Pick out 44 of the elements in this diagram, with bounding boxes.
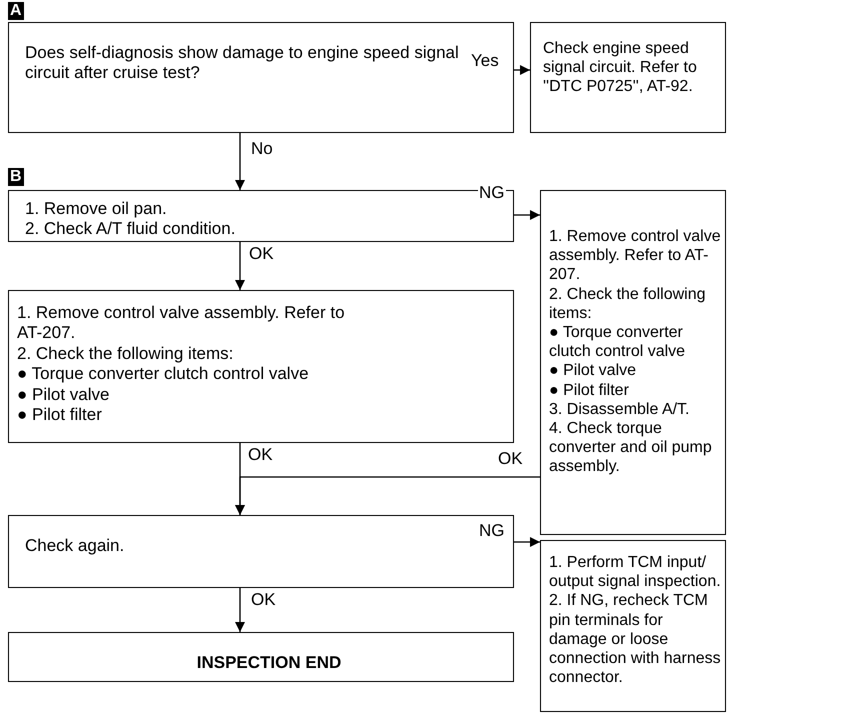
process-box	[8, 22, 514, 133]
process-box	[8, 515, 514, 588]
arrow	[235, 242, 245, 290]
step-text: ● Pilot valve	[549, 361, 638, 380]
step-text: 1. Perform TCM input/ output signal inspection.	[549, 553, 721, 592]
step-text: ● Pilot valve	[17, 384, 110, 405]
process-box	[8, 632, 514, 682]
step-text: INSPECTION END	[196, 652, 342, 674]
edge-label: No	[250, 140, 274, 157]
arrow	[235, 476, 540, 515]
step-text: 3. Disassemble A/T.	[549, 400, 690, 419]
step-text: 1. Remove oil pan.	[25, 199, 168, 220]
process-box	[540, 190, 726, 535]
edge-label: NG	[478, 522, 506, 539]
process-box	[530, 22, 726, 133]
section-marker: A	[8, 2, 24, 20]
step-text: 1. Remove control valve assembly. Refer to AT-207.	[549, 227, 721, 285]
step-text: 2. Check A/T fluid condition.	[25, 219, 236, 240]
step-text: 2. Check the following items:	[549, 284, 707, 323]
edge-label: OK	[247, 446, 274, 463]
edge-label: OK	[248, 245, 275, 262]
arrow	[235, 133, 245, 190]
arrow	[514, 210, 540, 220]
step-text: ● Pilot filter	[17, 404, 103, 426]
process-box	[8, 290, 514, 443]
step-text: Does self-diagnosis show damage to engine speed signal circuit after cruise test?	[25, 43, 460, 84]
edge-label: OK	[497, 450, 524, 467]
step-text: ● Pilot filter	[549, 380, 630, 400]
step-text: ● Torque converter clutch control valve	[549, 322, 686, 362]
step-text: 4. Check torque converter and oil pump assembly.	[549, 418, 713, 476]
step-text: Check again.	[25, 536, 126, 556]
step-text: 2. If NG, recheck TCM pin terminals for damage or loose connection with harness connector.	[549, 591, 721, 688]
arrow	[235, 588, 245, 632]
process-box	[540, 540, 726, 712]
section-marker: B	[8, 168, 24, 186]
edge-label: Yes	[470, 52, 500, 69]
arrow	[514, 537, 540, 547]
edge-label: OK	[250, 591, 277, 608]
step-text: Check engine speed signal circuit. Refer to ''DTC P0725'', AT-92.	[543, 39, 698, 97]
step-text: 2. Check the following items:	[17, 344, 234, 364]
step-text: ● Torque converter clutch control valve	[17, 364, 310, 385]
edge-label: NG	[478, 184, 506, 201]
step-text: 1. Remove control valve assembly. Refer to AT-207.	[17, 303, 346, 344]
arrow	[514, 65, 530, 75]
